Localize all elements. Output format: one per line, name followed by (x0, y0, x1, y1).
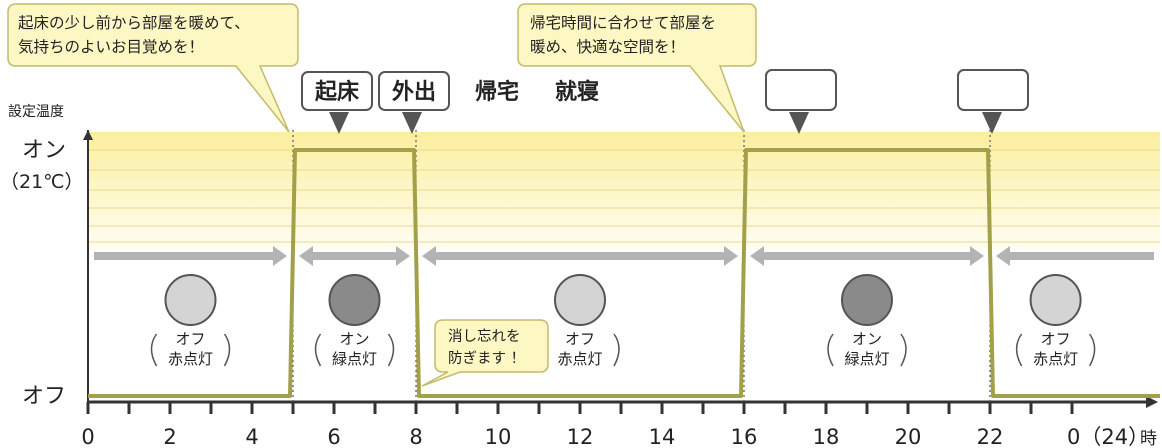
state-label: オフ (1041, 330, 1071, 348)
lamp-icon (841, 274, 893, 326)
lamp-label: 赤点灯 (168, 350, 213, 368)
event-wake-label: 起床 (314, 79, 360, 105)
callout-morning: 起床の少し前から部屋を暖めて、 気持ちのよいお目覚めを！ (7, 3, 299, 133)
callout-evening: 帰宅時間に合わせて部屋を 暖め、快適な空間を！ (517, 3, 757, 133)
x-axis-tick-labels: 0 2 4 6 8 10 12 14 16 18 20 22 (81, 425, 1003, 448)
event-sleep-label: 就寝 (555, 79, 599, 105)
y-axis-arrowhead (83, 130, 93, 140)
callout-morning-line2: 気持ちのよいお目覚めを！ (18, 38, 204, 56)
tick-label: 10 (485, 425, 512, 448)
period-arrow (750, 246, 984, 266)
period-arrow (996, 246, 1154, 266)
period-arrows (94, 246, 1154, 266)
callout-forgot-line2: 防ぎます ！ (448, 350, 525, 367)
callout-evening-line2: 暖め、快適な空間を！ (530, 38, 685, 56)
y-axis-title: 設定温度 (8, 104, 64, 120)
tick-label: 12 (567, 425, 594, 448)
period-arrow (422, 246, 738, 266)
off-label: オフ (22, 384, 66, 409)
tick-label: 2 (163, 425, 176, 448)
tick-label: 18 (813, 425, 840, 448)
x-axis-arrowhead (1146, 396, 1158, 408)
tick-label: 22 (977, 425, 1004, 448)
callout-morning-line1: 起床の少し前から部屋を暖めて、 (18, 14, 250, 32)
lamp-icon (1029, 274, 1082, 326)
callout-forgot-line1: 消し忘れを (448, 328, 521, 345)
band-gridlines (88, 149, 1160, 243)
lamp-label: 緑点灯 (844, 350, 889, 368)
event-home-label: 帰宅 (475, 79, 519, 105)
tick-label: 8 (409, 425, 422, 448)
lamp-label: 赤点灯 (1033, 350, 1078, 368)
x-axis-unit: 時 (1140, 429, 1157, 448)
event-out: 外出 (378, 71, 450, 111)
tick-label: 16 (731, 425, 758, 448)
lamp-icon (554, 274, 606, 326)
schedule-line (88, 148, 1160, 398)
state-label: オフ (175, 330, 205, 348)
state-label: オフ (565, 330, 595, 348)
state-label: オン (339, 330, 369, 348)
event-out-pointer (402, 112, 422, 134)
lamp-label: 緑点灯 (332, 350, 377, 368)
lamp-icon (328, 274, 381, 326)
event-wake: 起床 (301, 71, 373, 111)
callout-forgot: 消し忘れを 防ぎます ！ (421, 319, 549, 387)
callout-evening-line1: 帰宅時間に合わせて部屋を (530, 14, 716, 32)
event-box-blank-2 (957, 69, 1029, 134)
event-wake-pointer (329, 112, 349, 134)
tick-label-24: 0（24） (1067, 425, 1149, 448)
event-out-label: 外出 (392, 79, 436, 105)
tick-label: 0 (81, 425, 94, 448)
lamp-label: 赤点灯 (557, 350, 602, 368)
x-axis-ticks (86, 402, 1074, 414)
on-temperature-label: （21℃） (0, 171, 84, 193)
on-label: オン (22, 138, 66, 163)
period-arrow (94, 246, 287, 266)
tick-label: 4 (245, 425, 258, 448)
period-arrow (299, 246, 410, 266)
tick-label: 14 (649, 425, 676, 448)
lamp-icon (164, 274, 217, 326)
event-box-blank-1 (765, 69, 837, 134)
tick-label: 6 (327, 425, 340, 448)
tick-label: 20 (895, 425, 922, 448)
state-label: オン (852, 330, 882, 348)
